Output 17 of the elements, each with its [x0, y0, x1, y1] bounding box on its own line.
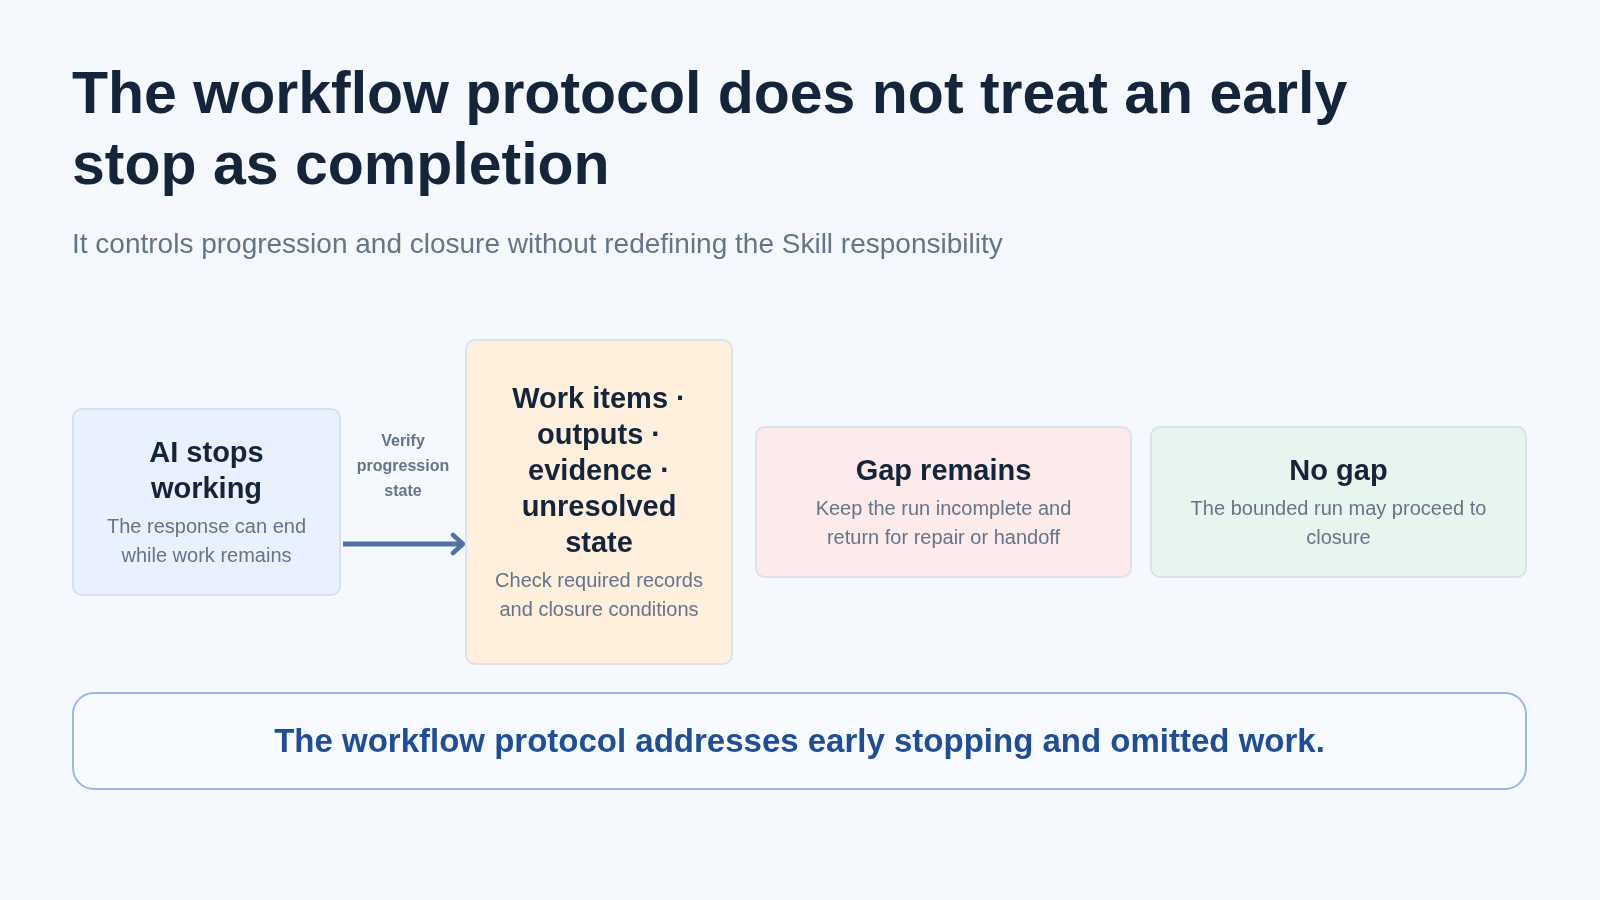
box-heading: Work items · outputs · evidence · unresolved state [511, 381, 687, 560]
process-box [465, 339, 733, 665]
process-box [72, 408, 341, 596]
page-title: The workflow protocol does not treat an early stop as completion [72, 59, 1349, 199]
box-description: The bounded run may proceed to closure [1189, 496, 1488, 550]
arrow [343, 532, 466, 556]
box-description: Keep the run incomplete and return for repair or handoff [814, 496, 1073, 550]
page-subtitle: It controls progression and closure without redefining the Skill responsibility [72, 227, 1003, 261]
summary-text: The workflow protocol addresses early stopping and omitted work. [274, 721, 1325, 761]
box-heading: Gap remains [855, 453, 1032, 488]
box-heading: No gap [1289, 453, 1388, 488]
box-heading: AI stops working [148, 435, 265, 506]
box-description: The response can end while work remains [106, 514, 307, 568]
summary-banner [72, 692, 1527, 790]
outcome-box [1150, 426, 1527, 578]
outcome-box [755, 426, 1132, 578]
box-description: Check required records and closure conditions [494, 568, 704, 622]
